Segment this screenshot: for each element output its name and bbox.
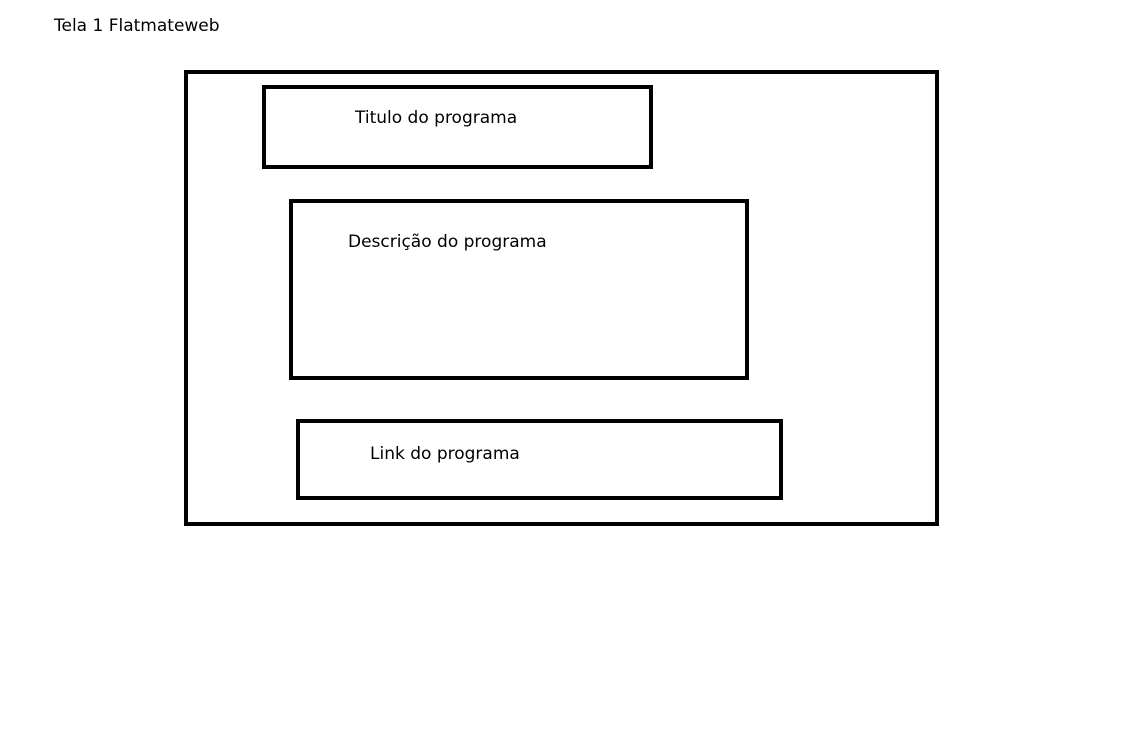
program-title-label: Titulo do programa <box>355 108 518 128</box>
program-description-box[interactable]: Descrição do programa <box>289 199 749 380</box>
program-link-box[interactable]: Link do programa <box>296 419 783 500</box>
program-description-label: Descrição do programa <box>348 232 547 252</box>
program-link-label: Link do programa <box>370 444 520 464</box>
program-title-box[interactable]: Titulo do programa <box>262 85 653 169</box>
page-title: Tela 1 Flatmateweb <box>54 16 220 36</box>
screen-frame <box>184 70 939 526</box>
